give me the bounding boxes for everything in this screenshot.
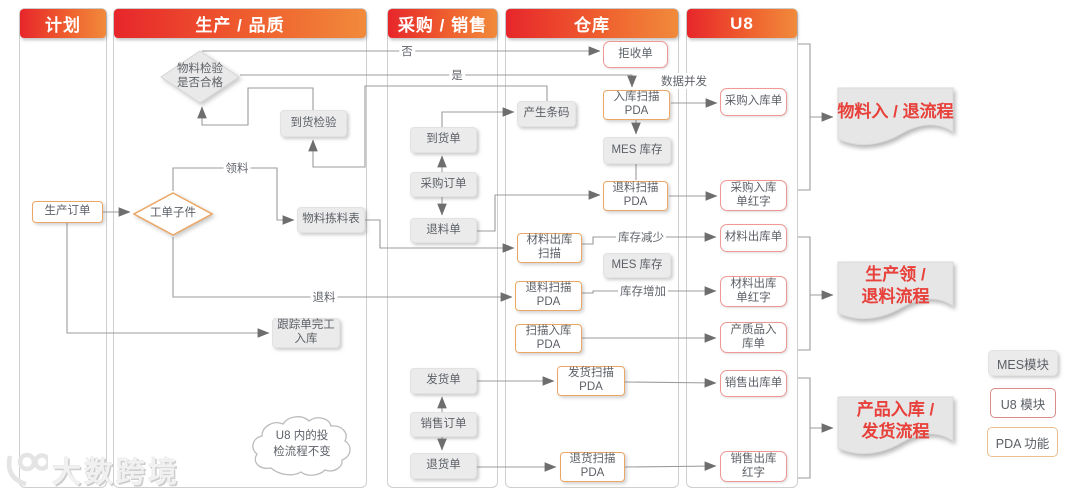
edge-label-data-concurrent: 数据并发: [659, 73, 709, 89]
legend-pda-function: PDA 功能: [987, 427, 1058, 457]
bracket-material-flow: [798, 43, 811, 191]
node-purchase-inbound-red: 采购入库 单红字: [720, 180, 787, 211]
edge-arrival-inspection-to-decision: [197, 87, 314, 126]
edge-label-no: 否: [399, 43, 415, 59]
edge-barcode-to-arrival-inspection: [308, 85, 548, 168]
node-arrival-inspection: 到货检验: [280, 110, 347, 137]
edge-return-material: [172, 237, 513, 302]
legend-u8-module: U8 模块: [990, 388, 1056, 418]
node-purchase-inbound-note: 采购入库单: [720, 88, 787, 116]
node-scan-inbound-pda: 扫描入库 PDA: [515, 324, 582, 353]
edge-label-yes: 是: [449, 67, 465, 83]
bracket-production-flow: [798, 236, 811, 351]
edge-to-tracking-inbound: [66, 223, 270, 338]
lane-plan: 计划: [19, 8, 107, 488]
node-material-return-note: 退料单: [410, 218, 477, 243]
node-work-order-sub: 工单子件: [133, 192, 213, 236]
node-arrival-note: 到货单: [410, 127, 477, 153]
legend-mes-module: MES模块: [988, 350, 1058, 376]
edge-picking-list-to-outbound-scan: [365, 219, 515, 253]
cloud-note: U8 内的投 检流程不变: [249, 413, 355, 477]
node-mes-inventory-2: MES 库存: [603, 253, 671, 278]
node-sales-return-note: 退货单: [410, 453, 477, 479]
edge-pick-material: [172, 167, 295, 225]
flag-product-inbound-shipping-flow: 产品入库 / 发货流程: [837, 396, 954, 459]
node-delivery-note: 发货单: [410, 368, 477, 394]
node-production-order: 生产订单: [32, 201, 103, 223]
edge-yes-to-inbound-scan: [240, 74, 637, 88]
lane-production-quality: 生产 / 品质: [113, 8, 367, 488]
node-shipping-scan-pda: 发货扫描 PDA: [557, 366, 625, 396]
lane-header-production-quality: 生产 / 品质: [114, 9, 366, 38]
node-finished-goods-inbound-note: 产质品入 库单: [720, 322, 787, 353]
edge-label-return-material: 退料: [310, 289, 338, 305]
edge-label-stock-decrease: 库存减少: [616, 229, 666, 245]
node-purchase-order: 采购订单: [410, 172, 477, 197]
node-tracking-completion-inbound: 跟踪单完工 入库: [272, 318, 340, 348]
node-material-outbound-red: 材料出库 单红字: [720, 276, 787, 307]
node-return-scan-pda-1: 退料扫描 PDA: [603, 181, 668, 211]
flag-material-in-out-flow: 物料入 / 退流程: [837, 87, 954, 150]
lane-header-warehouse: 仓库: [506, 9, 678, 38]
lane-header-u8: U8: [687, 9, 797, 38]
edge-return-scan-to-sales-red: [624, 461, 717, 471]
node-material-outbound-scan: 材料出库 扫描: [517, 233, 582, 263]
flag-production-pick-return-flow: 生产领 / 退料流程: [837, 261, 954, 324]
node-inbound-scan-pda: 入库扫描 PDA: [603, 90, 670, 120]
node-sales-return-scan-pda: 退货扫描 PDA: [560, 452, 625, 482]
edge-label-stock-increase: 库存增加: [618, 283, 668, 299]
bracket-product-flow: [798, 377, 811, 479]
edge-arrival-note-to-barcode: [441, 107, 515, 127]
node-return-scan-pda-2: 退料扫描 PDA: [515, 281, 582, 311]
lane-header-purchase-sales: 采购 / 销售: [388, 9, 497, 38]
watermark: 大数跨境: [2, 449, 180, 491]
edge-return-note-to-return-scan: [477, 190, 601, 232]
edge-shipping-scan-to-sales-outbound: [624, 378, 717, 388]
node-reject-note: 拒收单: [603, 41, 668, 68]
node-sales-outbound-note: 销售出库单: [720, 370, 787, 397]
edge-label-pick-material: 领料: [223, 160, 251, 176]
node-sales-outbound-red: 销售出库 红字: [720, 451, 787, 482]
node-sales-order: 销售订单: [410, 412, 477, 437]
watermark-logo-icon: [6, 452, 48, 487]
watermark-text: 大数跨境: [52, 457, 181, 489]
node-material-outbound-note: 材料出库单: [720, 224, 787, 252]
node-mes-inventory-1: MES 库存: [603, 137, 671, 164]
node-material-picking-list: 物料拣料表: [297, 207, 365, 233]
node-generate-barcode: 产生条码: [517, 101, 576, 127]
lane-header-plan: 计划: [20, 9, 106, 38]
node-material-inspect-decision: 物料检验 是否合格: [160, 50, 240, 104]
